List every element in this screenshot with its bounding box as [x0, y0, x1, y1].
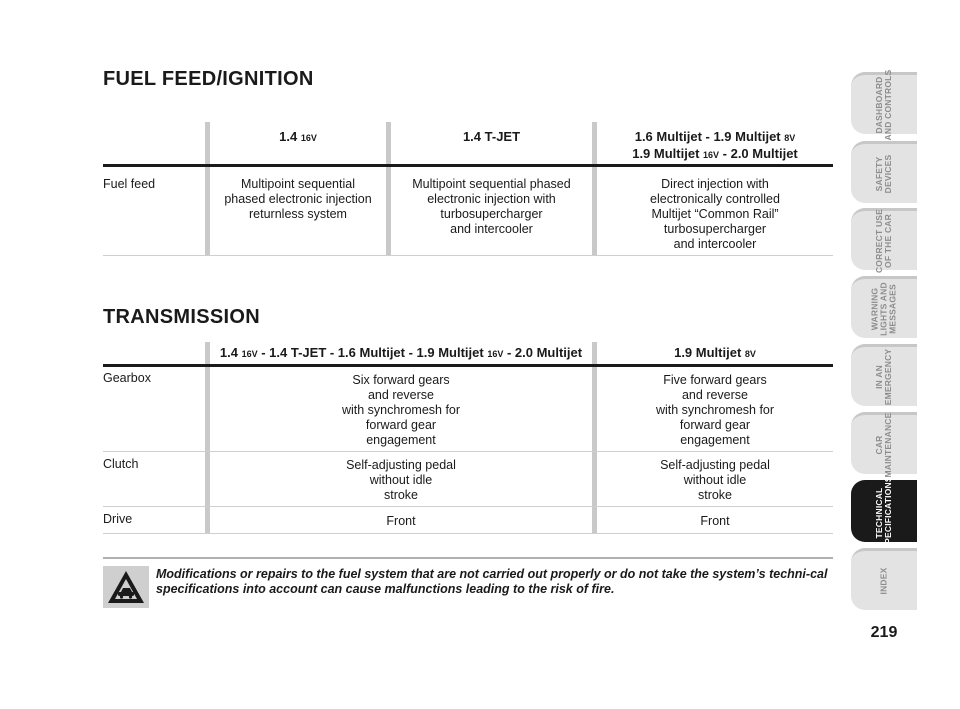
drive-cell-1: Front — [386, 514, 416, 528]
tab-car-maintenance[interactable]: CAR MAINTENANCE — [851, 412, 917, 477]
gearbox-label: Gearbox — [103, 371, 151, 385]
clutch-label: Clutch — [103, 457, 139, 471]
tab-correct-use[interactable]: CORRECT USE OF THE CAR — [851, 208, 917, 273]
tab-warning-lights[interactable]: WARNING LIGHTS AND MESSAGES — [851, 276, 917, 338]
warning-triangle-icon — [103, 566, 149, 608]
column-divider — [205, 342, 210, 534]
row-rule — [103, 506, 833, 507]
page-number: 219 — [870, 624, 898, 641]
column-divider — [205, 122, 210, 256]
tab-in-an-emergency[interactable]: IN AN EMERGENCY — [851, 344, 917, 406]
fuel-section-title: FUEL FEED/IGNITION — [103, 68, 314, 90]
transmission-section-title: TRANSMISSION — [103, 306, 260, 328]
column-divider — [386, 122, 391, 256]
tab-index[interactable]: INDEX — [851, 548, 917, 610]
warning-rule — [103, 557, 833, 559]
drive-cell-2: Front — [700, 514, 730, 528]
header-rule — [103, 364, 833, 367]
transmission-col-header-2: 1.9 Multijet 8V — [674, 345, 756, 360]
column-divider — [592, 122, 597, 256]
drive-label: Drive — [103, 512, 133, 526]
tab-technical-specifications[interactable]: TECHNICAL SPECIFICATIONS — [851, 476, 917, 549]
tab-safety-devices[interactable]: SAFETY DEVICES — [851, 141, 917, 203]
fuel-feed-label: Fuel feed — [103, 177, 156, 191]
fuel-col-header-1: 1.4 16V — [279, 129, 317, 144]
tab-dashboard-and-controls[interactable]: DASHBOARD AND CONTROLS — [851, 69, 917, 140]
row-rule — [103, 533, 833, 534]
header-rule — [103, 164, 833, 167]
fuel-col-header-2: 1.4 T-JET — [462, 129, 521, 144]
fuel-col-header-3: 1.6 Multijet - 1.9 Multijet 8V 1.9 Multi… — [632, 129, 798, 161]
warning-text: Modifications or repairs to the fuel sys… — [156, 567, 828, 596]
transmission-col-header-1: 1.4 16V - 1.4 T-JET - 1.6 Multijet - 1.9… — [219, 345, 583, 360]
row-rule — [103, 451, 833, 452]
row-rule — [103, 255, 833, 256]
column-divider — [592, 342, 597, 534]
